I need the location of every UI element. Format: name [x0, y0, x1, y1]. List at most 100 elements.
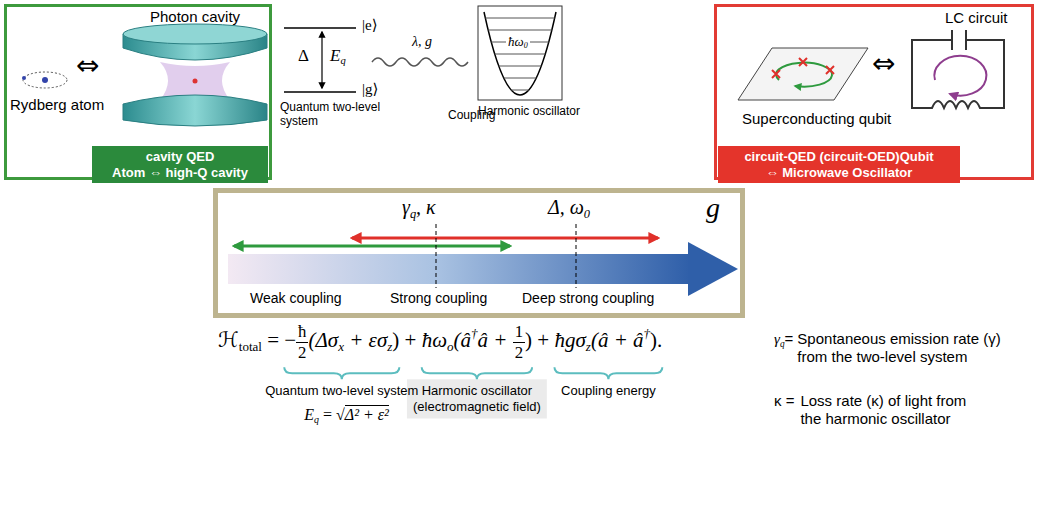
equation-term: ħgσ [554, 328, 585, 352]
two-level-diagram [321, 32, 322, 88]
tag-heading: circuit-QED (circuit-OED)Qubit [728, 149, 950, 165]
two-level-diagram [284, 28, 356, 92]
fraction: ħ2 [296, 322, 308, 363]
equation-term: z [586, 339, 591, 354]
energy-formula: Eq = √Δ² + ε² [304, 405, 389, 426]
lc-circuit [934, 56, 986, 96]
brace-label: (electromagnetic field) [413, 399, 541, 415]
definition-note: κ =Loss rate (κ) of light from the harmo… [774, 392, 976, 428]
energy-level [488, 30, 552, 31]
regime-label: Strong coupling [390, 290, 487, 307]
equation-term: â + [478, 328, 513, 352]
note-symbol: q [780, 339, 785, 349]
rate-symbol: γ [402, 196, 410, 218]
coupling-scale [228, 254, 690, 284]
equation-term: ℋ [218, 328, 239, 352]
tag-text: Atom ⇔ high-Q cavity [102, 165, 258, 181]
equation-term: † [644, 326, 651, 341]
underbrace [422, 367, 532, 379]
superconducting-qubit [772, 58, 834, 78]
note-symbol: γ [774, 331, 780, 347]
harmonic-oscillator [484, 12, 556, 95]
note-text: Spontaneous emission rate (γ) from the t… [793, 330, 1022, 366]
gap-symbol: Δ [298, 46, 309, 66]
superconducting-qubit [738, 48, 868, 100]
underbrace [284, 367, 399, 379]
definition-note: γq=Spontaneous emission rate (γ) from th… [774, 330, 1022, 366]
equation-term: ). [650, 328, 662, 352]
equation-term: (Δσ [308, 328, 338, 352]
rate-symbol: q [410, 207, 416, 221]
formula-term: √ [336, 406, 345, 423]
lc-circuit [912, 30, 1004, 108]
energy-symbol: 0 [584, 207, 590, 221]
note-text: Loss rate (κ) of light from the harmonic… [794, 392, 976, 428]
rate-symbol: γq, κ [402, 195, 436, 222]
hamiltonian-equation: ℋtotal = −ħ2(Δσx + εσz) + ħωo(â†â + 12) … [218, 322, 662, 363]
photon-cavity [123, 95, 267, 126]
lc-circuit [965, 30, 967, 50]
energy-level [485, 18, 554, 90]
equation-term: 2 [513, 343, 525, 363]
equation-term: ) [392, 328, 399, 352]
superconducting-qubit [776, 63, 832, 87]
photon-cavity [193, 79, 198, 84]
note-symbol: κ = [774, 392, 794, 409]
equation-term: total [239, 339, 262, 354]
equation-term: 1 [513, 322, 525, 343]
cavity-qed-tag: cavity QEDAtom ⇔ high-Q cavity [92, 146, 268, 183]
brace-label: Harmonic oscillator [422, 383, 533, 399]
energy-symbol: E [330, 46, 340, 65]
coupling-regime-panel: γq, κΔ, ω0gWeak couplingStrong couplingD… [213, 188, 745, 318]
harmonic-oscillator [478, 6, 562, 100]
rydberg-atom [23, 72, 67, 88]
regime-label: Deep strong coupling [522, 290, 654, 307]
underbrace [554, 367, 662, 379]
rydberg-atom [22, 72, 67, 88]
energy-level [504, 78, 537, 79]
tag-heading: cavity QED [102, 149, 258, 165]
coupling-scale [576, 224, 577, 288]
equivalence-symbol: ⇔ [76, 52, 99, 80]
underbrace [284, 367, 662, 379]
brace-label: Quantum two-level system [265, 383, 418, 399]
tag-text: ⇔ Microwave Oscillator [728, 165, 950, 181]
coupling-scale [234, 245, 510, 248]
energy-level [511, 90, 529, 91]
part-label: LC circuit [945, 9, 1008, 27]
note-symbol: = [785, 330, 794, 347]
equation-term: = [262, 328, 284, 352]
coupling-symbol: λ, g [412, 34, 432, 51]
equation-term: ) [525, 328, 532, 352]
caption-label: Harmonic oscillator [478, 104, 580, 118]
harmonic-oscillator [478, 6, 562, 100]
quantum-symbol: 0 [524, 41, 528, 50]
equation-term: † [471, 326, 478, 341]
equation-term: z [387, 339, 392, 354]
equation-term: + [532, 328, 554, 352]
two-level-diagram [284, 91, 356, 93]
energy-symbol: Eq [330, 46, 346, 68]
coupling-scale [688, 242, 738, 296]
equation-term: − [284, 328, 296, 352]
equation-term: x [338, 339, 344, 354]
energy-level [499, 66, 542, 67]
highlight-band [407, 379, 547, 418]
formula-term: = [319, 406, 336, 423]
rydberg-atom [42, 77, 48, 83]
equation-term: + [399, 328, 421, 352]
energy-symbol: q [340, 55, 345, 66]
axis-label: g [706, 191, 720, 225]
rydberg-atom [22, 76, 26, 80]
brace-label: Coupling energy [561, 383, 656, 399]
energy-symbol: Δ, ω0 [548, 195, 590, 222]
formula-term: Δ² + ε² [345, 405, 389, 423]
equation-term: ħ [296, 322, 308, 343]
lc-circuit [951, 30, 953, 50]
coupling-scale [228, 224, 738, 296]
equivalence-symbol: ⇔ [872, 50, 895, 78]
coupling-scale [436, 224, 437, 288]
cavity-qed-panel: Photon cavity⇔Rydberg atomcavity QEDAtom… [4, 4, 272, 180]
